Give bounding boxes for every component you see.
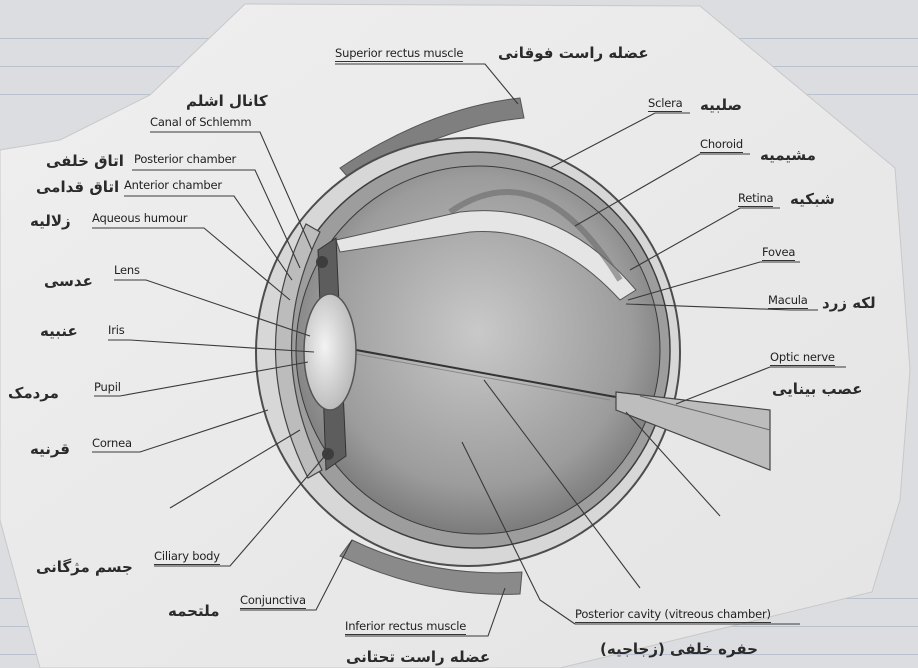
label-choroid-en: Choroid [700, 137, 743, 153]
label-choroid-fa: مشیمیه [760, 146, 816, 164]
label-inferior-rectus-en: Inferior rectus muscle [345, 619, 466, 635]
label-ciliary-body-fa: جسم مژگانی [36, 558, 133, 576]
label-posterior-cavity-fa: حفره خلفی (زجاجیه) [600, 640, 758, 658]
label-posterior-cavity-en: Posterior cavity (vitreous chamber) [575, 607, 771, 623]
label-lens-en: Lens [114, 263, 140, 277]
label-posterior-chamber-en: Posterior chamber [134, 152, 236, 166]
label-canal-schlemm-fa: کانال اشلم [186, 92, 268, 110]
label-inferior-rectus-fa: عضله راست تحتانی [346, 648, 490, 666]
label-canal-schlemm-en: Canal of Schlemm [150, 115, 251, 129]
label-aqueous-humour-fa: زلالیه [30, 212, 71, 230]
label-superior-rectus-fa: عضله راست فوقانی [498, 44, 649, 62]
label-anterior-chamber-fa: اتاق قدامی [36, 178, 119, 196]
label-lens-fa: عدسی [44, 272, 93, 290]
label-anterior-chamber-en: Anterior chamber [124, 178, 222, 192]
label-iris-en: Iris [108, 323, 125, 337]
label-sclera-en: Sclera [648, 96, 682, 112]
label-ciliary-body-en: Ciliary body [154, 549, 220, 565]
label-superior-rectus-en: Superior rectus muscle [335, 46, 463, 62]
label-optic-nerve-fa: عصب بینایی [772, 380, 862, 398]
label-retina-fa: شبکیه [790, 190, 835, 208]
label-cornea-en: Cornea [92, 436, 132, 450]
label-optic-nerve-en: Optic nerve [770, 350, 835, 366]
label-conjunctiva-en: Conjunctiva [240, 593, 306, 609]
label-macula-fa: لکه زرد [822, 294, 876, 312]
label-pupil-fa: مردمک [8, 384, 59, 402]
label-macula-en: Macula [768, 293, 808, 309]
label-sclera-fa: صلبیه [700, 96, 742, 114]
label-aqueous-humour-en: Aqueous humour [92, 211, 187, 225]
label-conjunctiva-fa: ملتحمه [168, 602, 220, 620]
label-iris-fa: عنبیه [40, 322, 78, 340]
label-cornea-fa: قرنیه [30, 440, 70, 458]
label-pupil-en: Pupil [94, 380, 121, 394]
label-fovea-en: Fovea [762, 245, 795, 261]
label-retina-en: Retina [738, 191, 773, 207]
label-posterior-chamber-fa: اتاق خلفی [46, 152, 124, 170]
